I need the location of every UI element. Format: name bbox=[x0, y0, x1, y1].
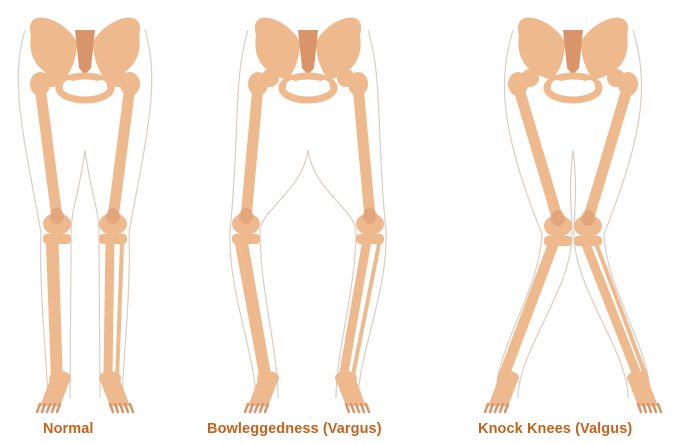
pelvis bbox=[518, 18, 628, 100]
bowlegged-legs-illustration bbox=[218, 0, 398, 420]
right-fibula bbox=[597, 246, 645, 374]
right-fibula bbox=[117, 244, 122, 374]
right-foot bbox=[100, 380, 130, 406]
skeleton bbox=[230, 18, 386, 412]
right-leg bbox=[99, 69, 140, 412]
left-patella bbox=[50, 208, 64, 224]
right-femur bbox=[113, 86, 130, 218]
right-leg bbox=[574, 69, 661, 412]
right-femur bbox=[588, 86, 628, 220]
caption-normal: Normal bbox=[43, 421, 94, 437]
figure-bowlegged bbox=[218, 0, 398, 420]
left-leg bbox=[485, 69, 572, 412]
skeleton bbox=[18, 18, 152, 412]
right-foot bbox=[336, 380, 366, 406]
left-femur bbox=[518, 86, 558, 220]
left-patella bbox=[239, 208, 253, 224]
skeleton bbox=[485, 18, 661, 412]
right-tibia bbox=[585, 242, 636, 372]
left-femur bbox=[40, 86, 57, 218]
left-patella bbox=[551, 210, 565, 226]
right-patella bbox=[106, 208, 120, 224]
left-foot bbox=[488, 380, 518, 406]
figure-knock-knees bbox=[478, 0, 668, 420]
normal-legs-illustration bbox=[10, 0, 160, 420]
knock-knees-legs-illustration bbox=[478, 0, 668, 420]
left-tibia bbox=[54, 240, 58, 372]
right-tibia bbox=[108, 240, 110, 372]
left-tibia bbox=[506, 242, 555, 372]
caption-knock-knees: Knock Knees (Valgus) bbox=[478, 421, 632, 437]
left-foot bbox=[40, 380, 70, 406]
figure-normal bbox=[10, 0, 160, 420]
left-leg bbox=[232, 69, 279, 412]
caption-bowleggedness: Bowleggedness (Vargus) bbox=[207, 421, 382, 437]
right-femur bbox=[358, 86, 370, 218]
right-leg bbox=[335, 69, 384, 412]
left-femur bbox=[246, 86, 258, 218]
left-foot bbox=[248, 380, 278, 406]
right-patella bbox=[581, 210, 595, 226]
right-patella bbox=[363, 208, 377, 224]
left-leg bbox=[30, 69, 71, 412]
right-foot bbox=[628, 380, 658, 406]
left-fibula bbox=[501, 246, 549, 374]
pelvis bbox=[255, 18, 361, 100]
